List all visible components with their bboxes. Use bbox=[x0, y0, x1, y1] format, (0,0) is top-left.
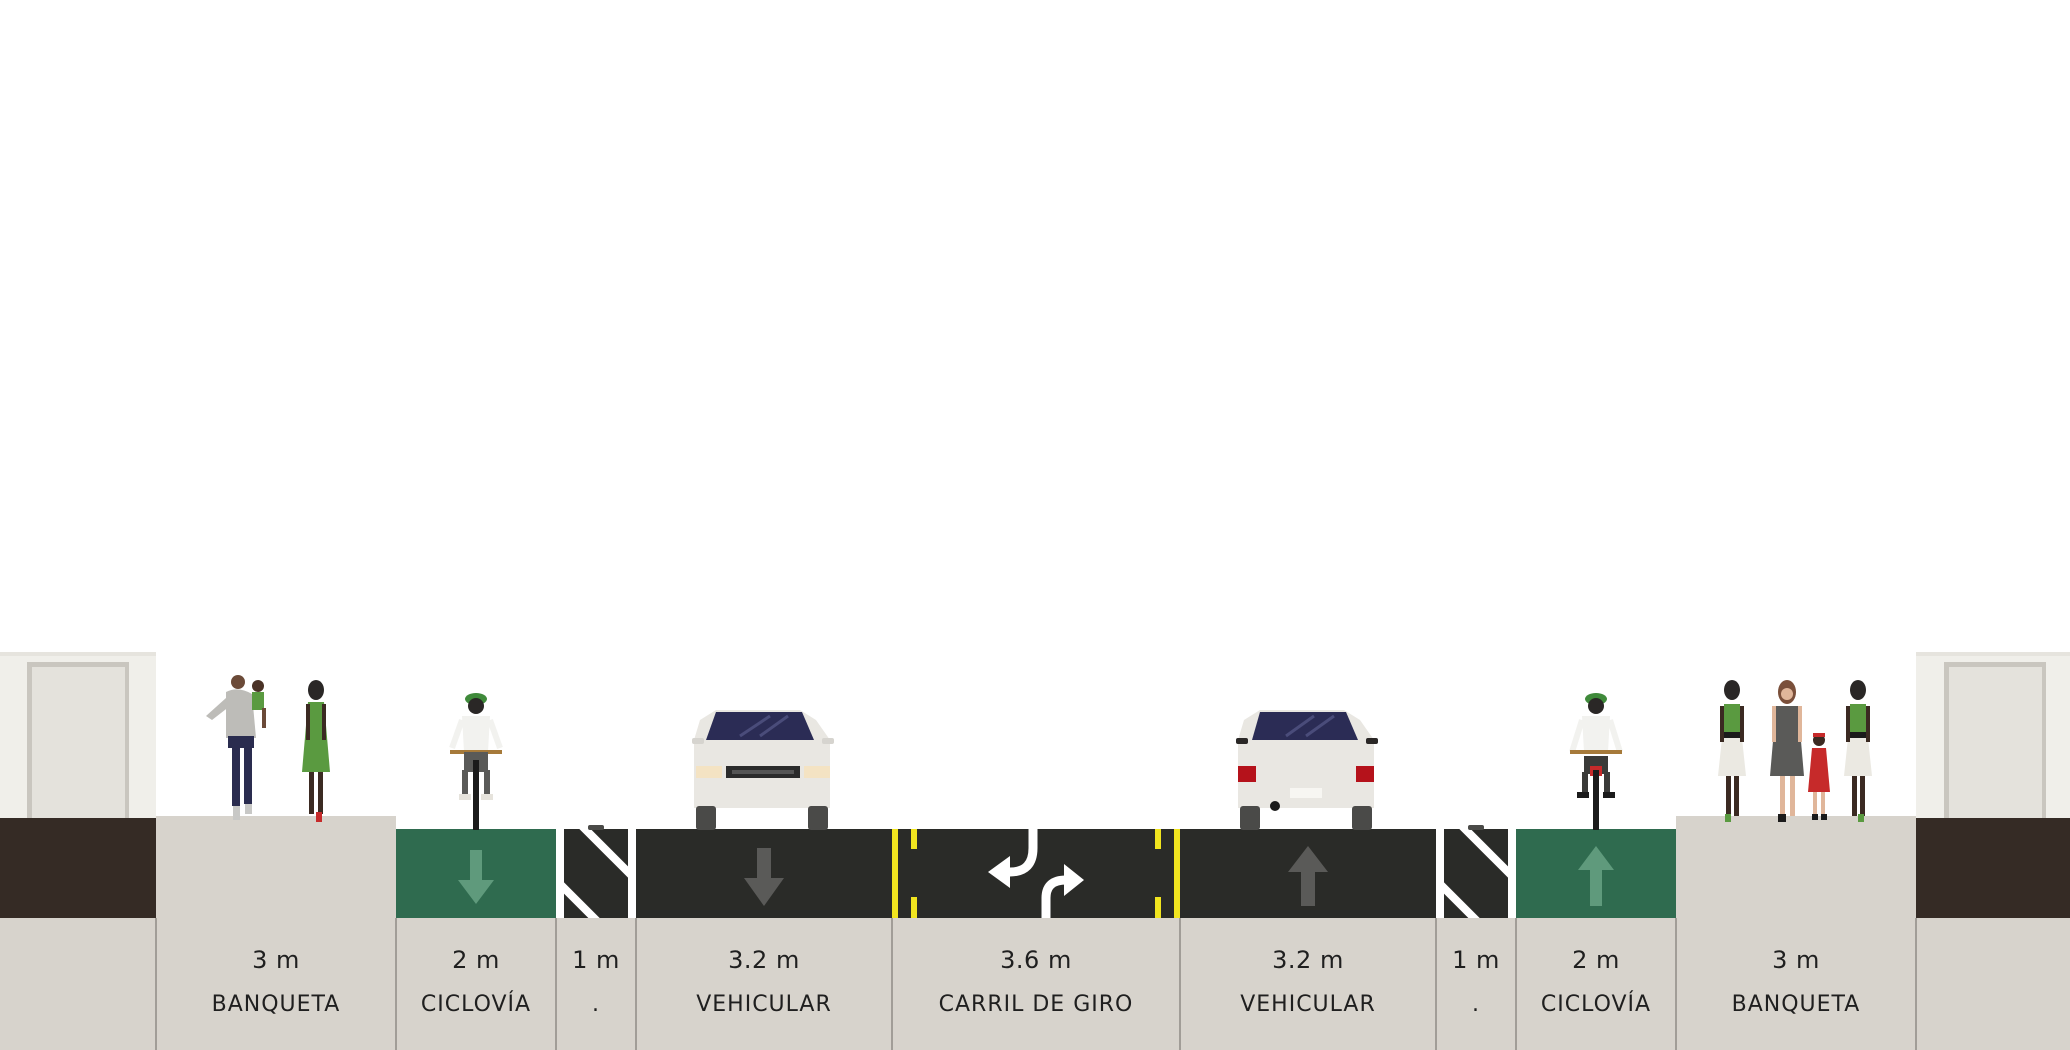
segment-label-turn-center: 3.6 m CARRIL DE GIRO bbox=[892, 918, 1180, 1050]
segment-label-drive-left: 3.2 m VEHICULAR bbox=[636, 918, 892, 1050]
segment-width: 3.6 m bbox=[1000, 946, 1072, 974]
building-left bbox=[0, 652, 156, 918]
pedestrian-icon bbox=[302, 680, 330, 822]
segment-width: 3 m bbox=[1772, 946, 1820, 974]
segment-name: VEHICULAR bbox=[696, 992, 832, 1017]
segment-name: . bbox=[592, 992, 600, 1017]
pedestrian-icon bbox=[1808, 733, 1830, 820]
segment-width: 1 m bbox=[572, 946, 620, 974]
segment-name: BANQUETA bbox=[211, 992, 341, 1017]
turn-arrowheads bbox=[988, 856, 1084, 896]
segment-label-bike-left: 2 m CICLOVÍA bbox=[396, 918, 556, 1050]
segment-width: 1 m bbox=[1452, 946, 1500, 974]
sidewalk-right-surface bbox=[1676, 816, 1916, 918]
segment-width: 2 m bbox=[452, 946, 500, 974]
label-ground bbox=[0, 918, 2070, 1050]
segment-width: 3 m bbox=[252, 946, 300, 974]
car-rear-icon bbox=[1236, 710, 1378, 830]
buffer-left-surface bbox=[556, 825, 636, 918]
segment-name: CICLOVÍA bbox=[420, 992, 532, 1017]
pedestrian-icon bbox=[1770, 680, 1804, 822]
pedestrian-icon bbox=[206, 675, 266, 820]
segment-width: 3.2 m bbox=[1272, 946, 1344, 974]
segment-width: 2 m bbox=[1572, 946, 1620, 974]
segment-label-bike-right: 2 m CICLOVÍA bbox=[1516, 918, 1676, 1050]
lane-arrow-down-icon bbox=[744, 848, 784, 906]
car-front-icon bbox=[692, 710, 834, 830]
segment-label-sidewalk-right: 3 m BANQUETA bbox=[1676, 918, 1916, 1050]
segment-name: VEHICULAR bbox=[1240, 992, 1376, 1017]
pedestrian-icon bbox=[1844, 680, 1872, 822]
segment-name: . bbox=[1472, 992, 1480, 1017]
bike-arrow-up-icon bbox=[1578, 846, 1614, 906]
segment-dividers bbox=[155, 918, 1917, 1050]
bike-arrow-down-icon bbox=[458, 850, 494, 904]
segment-name: CARRIL DE GIRO bbox=[938, 992, 1134, 1017]
segment-width: 3.2 m bbox=[728, 946, 800, 974]
segment-label-drive-right: 3.2 m VEHICULAR bbox=[1180, 918, 1436, 1050]
sidewalk-left-surface bbox=[156, 816, 396, 918]
segment-name: BANQUETA bbox=[1731, 992, 1861, 1017]
segment-label-buffer-right: 1 m . bbox=[1436, 918, 1516, 1050]
buffer-right-surface bbox=[1436, 825, 1516, 918]
cyclist-icon bbox=[449, 693, 503, 830]
lane-arrow-up-icon bbox=[1288, 846, 1328, 906]
segment-label-sidewalk-left: 3 m BANQUETA bbox=[156, 918, 396, 1050]
segment-name: CICLOVÍA bbox=[1540, 992, 1652, 1017]
pedestrian-icon bbox=[1718, 680, 1746, 822]
cyclist-icon bbox=[1569, 693, 1623, 830]
segment-label-buffer-left: 1 m . bbox=[556, 918, 636, 1050]
building-right bbox=[1916, 652, 2070, 918]
segment-labels: 3 m BANQUETA 2 m CICLOVÍA 1 m . 3.2 m VE… bbox=[0, 918, 2070, 1050]
